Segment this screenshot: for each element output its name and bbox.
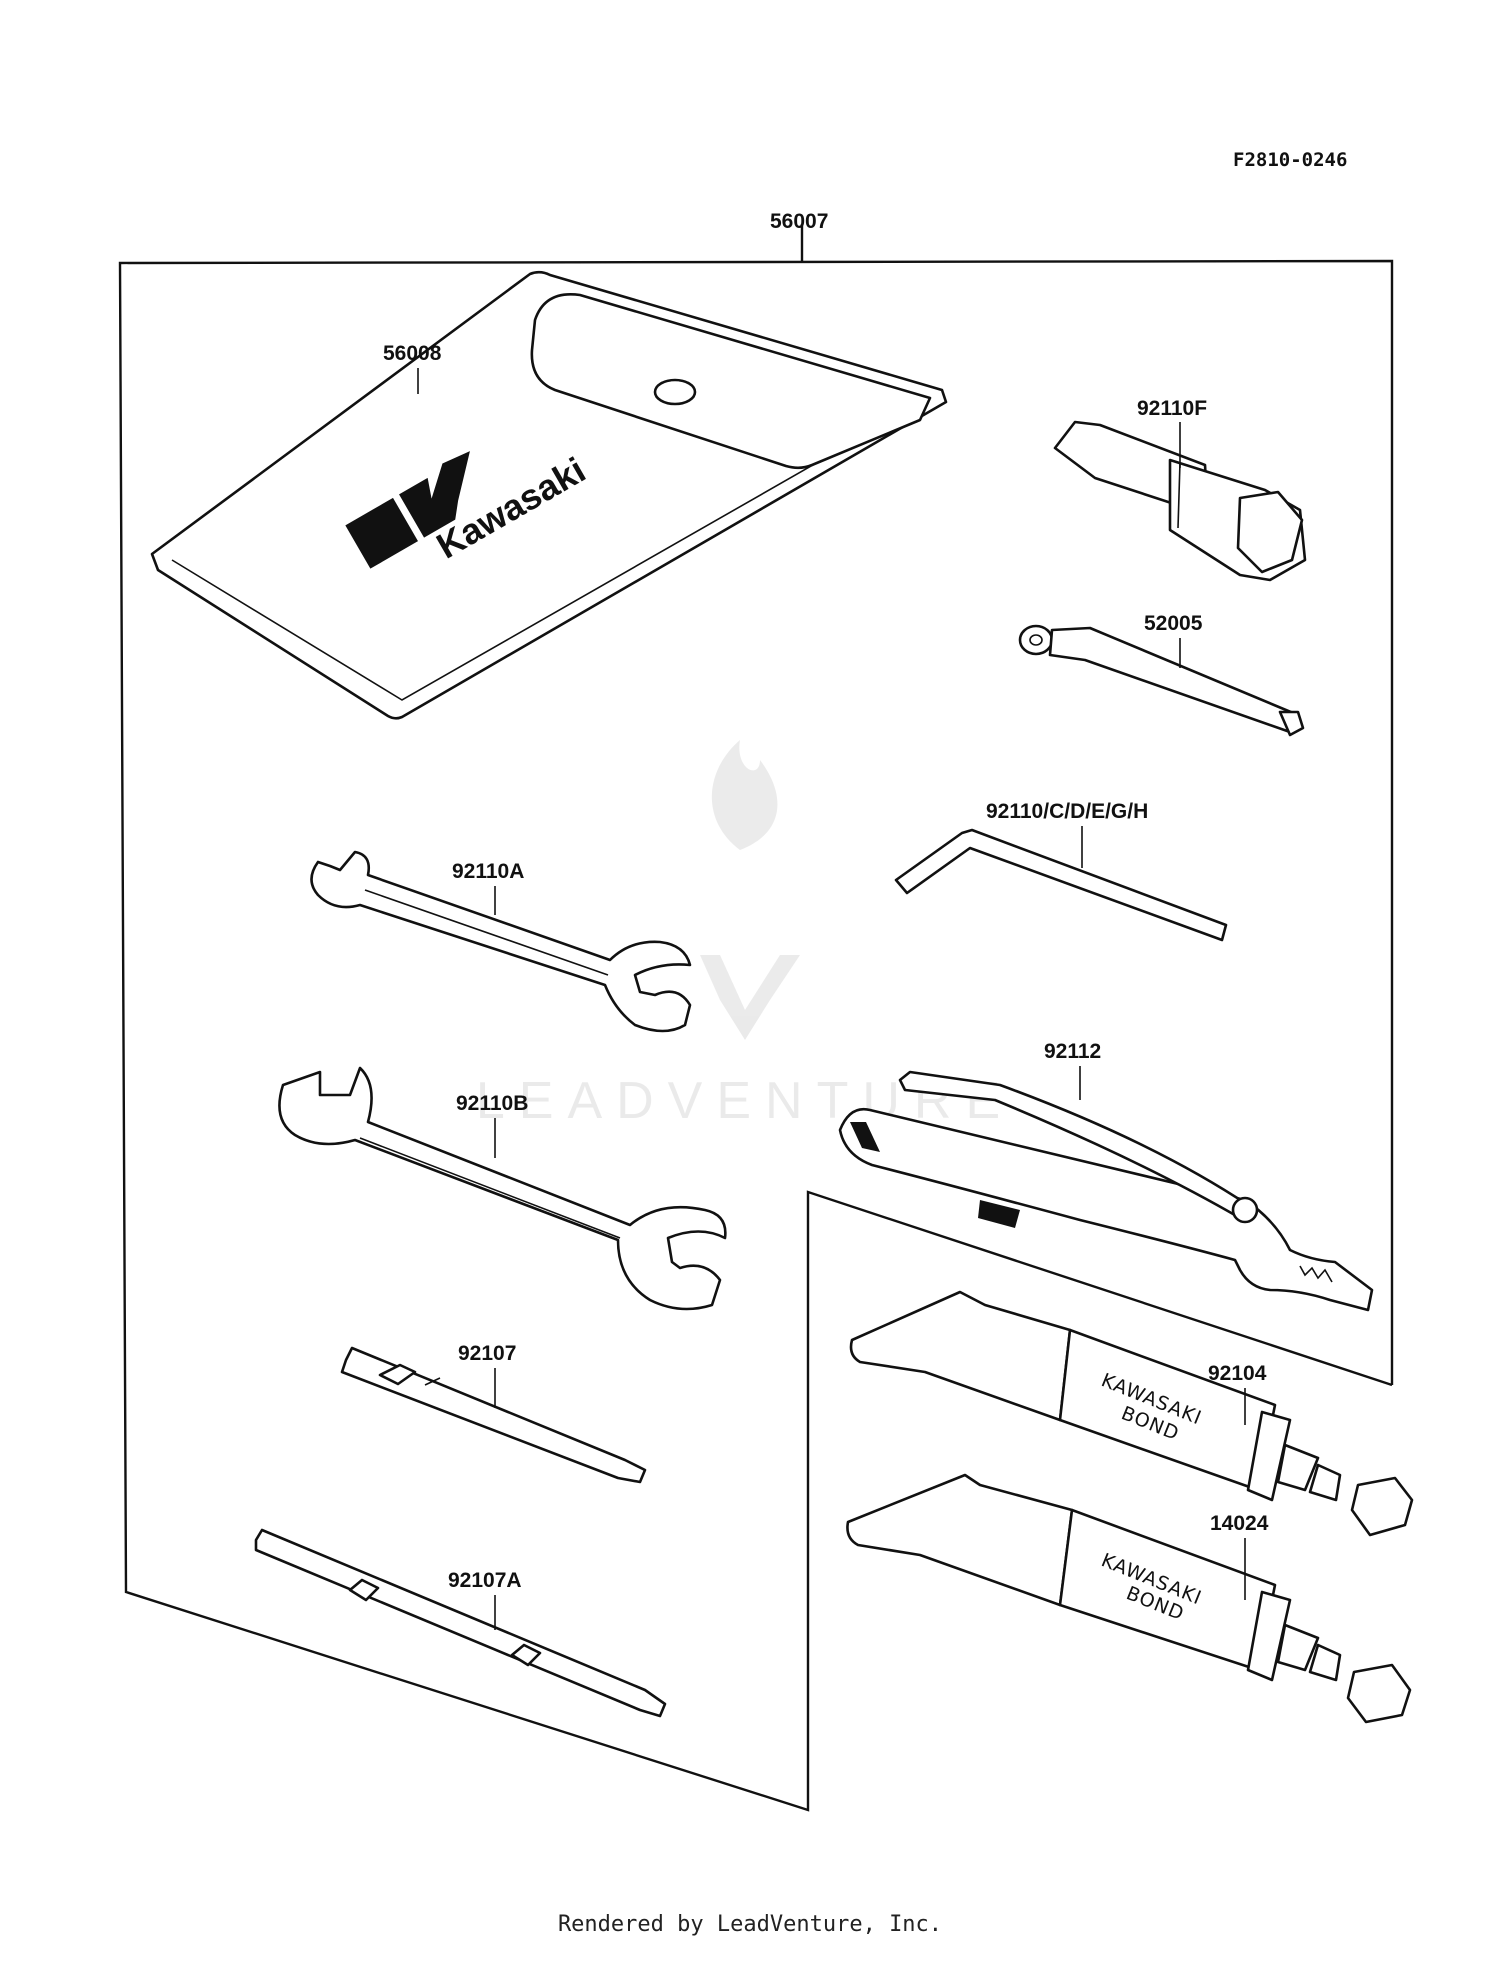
render-credit: Rendered by LeadVenture, Inc. bbox=[557, 1912, 943, 1937]
spark-plug-wrench bbox=[1053, 420, 1307, 582]
screwdriver-handle bbox=[1018, 624, 1305, 737]
part-label-92104: 92104 bbox=[1208, 1362, 1267, 1385]
bond-tube-upper: KAWASAKI BOND bbox=[849, 1290, 1414, 1537]
part-label-92107: 92107 bbox=[458, 1342, 516, 1365]
screwdriver bbox=[254, 1528, 667, 1718]
open-end-wrench-small bbox=[310, 850, 692, 1033]
bond-tube-lower: KAWASAKI BOND bbox=[846, 1473, 1412, 1724]
leader-lines bbox=[417, 232, 1246, 1630]
part-label-92110B: 92110B bbox=[456, 1092, 528, 1115]
tool-pouch: Kawasaki bbox=[150, 270, 948, 720]
part-label-92110F: 92110F bbox=[1137, 397, 1207, 420]
screwdriver-bit bbox=[340, 1346, 647, 1484]
open-end-wrench-large bbox=[278, 1066, 727, 1311]
leadventure-watermark: LEADVENTURE bbox=[476, 740, 1000, 1130]
part-label-92107A: 92107A bbox=[448, 1569, 522, 1592]
part-label-92110-cdegh: 92110/C/D/E/G/H bbox=[986, 800, 1148, 823]
figure-code: F2810-0246 bbox=[1233, 149, 1347, 171]
part-label-52005: 52005 bbox=[1144, 612, 1203, 635]
part-label-14024: 14024 bbox=[1210, 1512, 1269, 1535]
pliers bbox=[838, 1070, 1374, 1312]
part-label-56008: 56008 bbox=[383, 342, 442, 365]
part-label-56007: 56007 bbox=[770, 210, 828, 233]
hex-key bbox=[894, 828, 1228, 942]
part-label-92110A: 92110A bbox=[452, 860, 524, 883]
part-label-92112: 92112 bbox=[1044, 1040, 1101, 1063]
